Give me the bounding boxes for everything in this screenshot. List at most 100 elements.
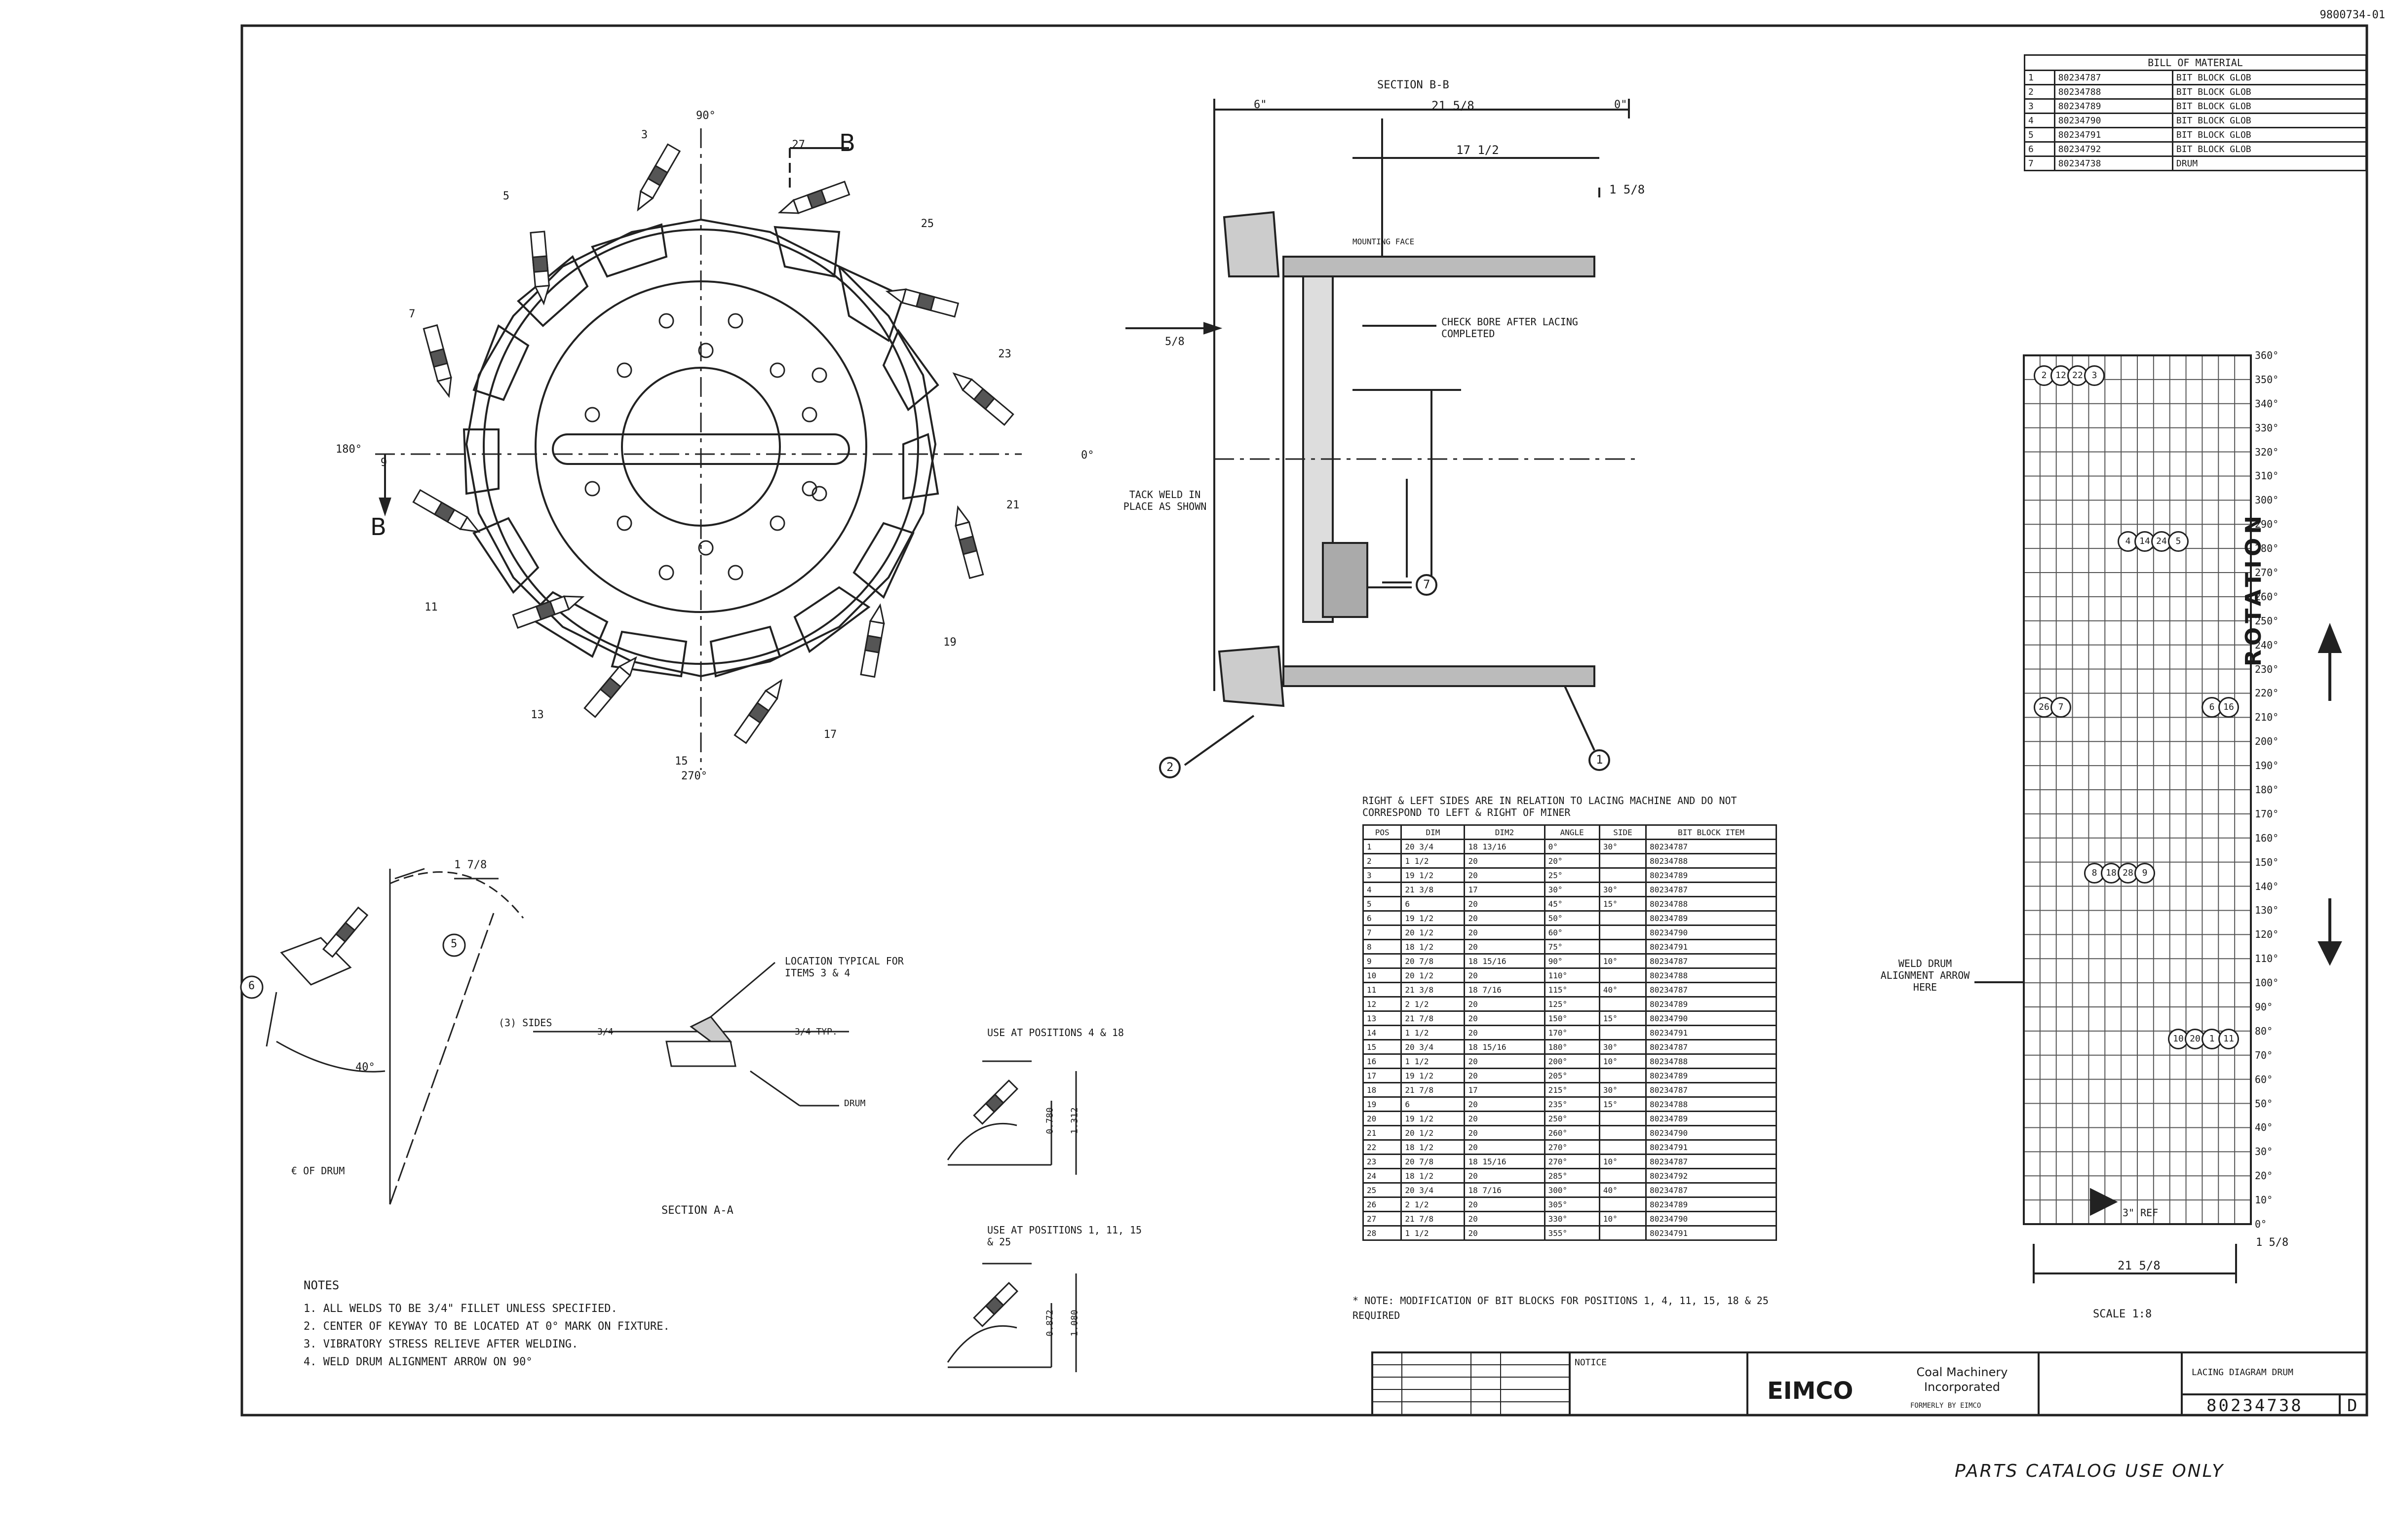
lacing-chart-grid [2023,355,2251,1225]
notes-title: NOTES [304,1278,340,1292]
weld-sides-label: (3) SIDES [499,1017,552,1029]
lacing-table-cell: 285° [1544,1168,1600,1184]
section-bb-callouts [1159,574,1610,778]
lacing-table-heading: RIGHT & LEFT SIDES ARE IN RELATION TO LA… [1362,795,1737,818]
lacing-table-cell: 2 [1362,853,1402,869]
lacing-table-cell: 200° [1544,1053,1600,1069]
lacing-table-cell: 80234788 [1645,1096,1777,1112]
section-bb-view [1125,99,1639,766]
lacing-table-cell: 18 1/2 [1400,1168,1466,1184]
lacing-table-cell: 270° [1544,1139,1600,1155]
lacing-table-cell: 23 [1362,1154,1402,1169]
lacing-table-cell: 20 [1464,1211,1545,1227]
lacing-table-cell: 80234788 [1645,896,1777,912]
lacing-table-cell: 80234791 [1645,939,1777,955]
lacing-table-cell: 0° [1544,839,1600,854]
section-bb-dim-overall: 21 5/8 [1431,99,1474,113]
bom-cell: BIT BLOCK GLOB [2171,127,2367,143]
use-detail-1-dim-a: 0.780 [1044,1107,1055,1134]
lacing-table-cell: 40° [1598,982,1647,998]
lacing-table-cell: 20 [1464,1096,1545,1112]
lacing-table-cell: 12 [1362,996,1402,1012]
lacing-table-cell: 19 1/2 [1400,867,1466,883]
section-bb-title: SECTION B-B [1377,79,1449,91]
lacing-table-cell: 80234788 [1645,1053,1777,1069]
lacing-table-cell: 270° [1544,1154,1600,1169]
lacing-table-cell: 80234789 [1645,910,1777,926]
lacing-table-cell: 3 [1362,867,1402,883]
use-detail-2-dim-a: 0.872 [1044,1309,1055,1337]
bom-cell: 80234792 [2053,141,2173,157]
lacing-table-cell: 1 1/2 [1400,1225,1466,1241]
company-name: Coal Machinery Incorporated [1916,1365,2008,1394]
rotation-arrow [2318,622,2342,966]
bit-detail-dim: 1 7/8 [454,859,487,871]
lacing-table-cell: 19 1/2 [1400,1111,1466,1126]
mounting-face-label: MOUNTING FACE [1352,237,1415,246]
lacing-table-cell: 13 [1362,1010,1402,1026]
lacing-table-cell: 80234791 [1645,1139,1777,1155]
lacing-table-cell: 22 [1362,1139,1402,1155]
section-bb-dim-right: 0" [1614,99,1627,111]
lacing-table-cell: 20 [1464,1068,1545,1083]
lacing-table-cell: 110° [1544,967,1600,983]
drum-plan-view [375,128,1022,770]
weld-mid-label: 3/4 [597,1027,614,1037]
section-bb-dim-inner: 17 1/2 [1456,143,1499,157]
revision-letter: D [2347,1396,2357,1416]
lacing-table-cell: 20 7/8 [1400,1154,1466,1169]
lacing-table-cell: 20 [1464,967,1545,983]
lacing-table-cell: 19 1/2 [1400,1068,1466,1083]
section-marker-left: B [370,513,386,541]
drum-position-label: 13 [531,709,544,722]
lacing-table-cell: 115° [1544,982,1600,998]
lacing-table-cell [1598,939,1647,955]
lacing-table-cell: 215° [1544,1082,1600,1098]
lacing-table-cell: 20 1/2 [1400,924,1466,940]
lacing-table-cell: 15° [1598,1096,1647,1112]
lacing-table-cell: 10° [1598,1211,1647,1227]
section-marker-top: B [839,129,855,157]
lacing-table-cell: 18 13/16 [1464,839,1545,854]
lacing-table-cell: 30° [1598,839,1647,854]
lacing-table-cell: 80234788 [1645,853,1777,869]
bom-cell: BIT BLOCK GLOB [2171,113,2367,128]
corner-drawing-code: 9800734-01 [2319,9,2385,21]
lacing-table-cell: 80234789 [1645,996,1777,1012]
note-item: 1. ALL WELDS TO BE 3/4" FILLET UNLESS SP… [304,1303,618,1315]
lacing-table-cell: 355° [1544,1225,1600,1241]
lacing-table-cell: 330° [1544,1211,1600,1227]
section-aa-view [533,962,849,1107]
note-item: 3. VIBRATORY STRESS RELIEVE AFTER WELDIN… [304,1338,579,1350]
bom-cell: BIT BLOCK GLOB [2171,141,2367,157]
lacing-table-header: POS [1362,824,1402,840]
angle-tick-label: 320° [2255,446,2279,458]
lacing-table-cell: 20 3/4 [1400,1182,1466,1198]
callout-1: 1 [1596,753,1603,767]
drum-position-label: 23 [998,347,1011,360]
lacing-table-cell: 20 [1362,1111,1402,1126]
lacing-table-cell: 15° [1598,1010,1647,1026]
lacing-table-cell: 205° [1544,1068,1600,1083]
drum-position-label: 19 [943,636,957,649]
drum-position-label: 5 [502,190,509,202]
lacing-table-cell: 80234792 [1645,1168,1777,1184]
drum-position-label: 9 [380,457,387,469]
angle-tick-label: 100° [2255,977,2279,989]
lacing-table-cell: 27 [1362,1211,1402,1227]
lacing-table-cell: 80234787 [1645,1182,1777,1198]
angle-tick-label: 220° [2255,687,2279,699]
lacing-table-cell: 80234787 [1645,1082,1777,1098]
lacing-table-cell: 20 [1464,853,1545,869]
company-sub: FORMERLY BY EIMCO [1910,1402,1981,1410]
